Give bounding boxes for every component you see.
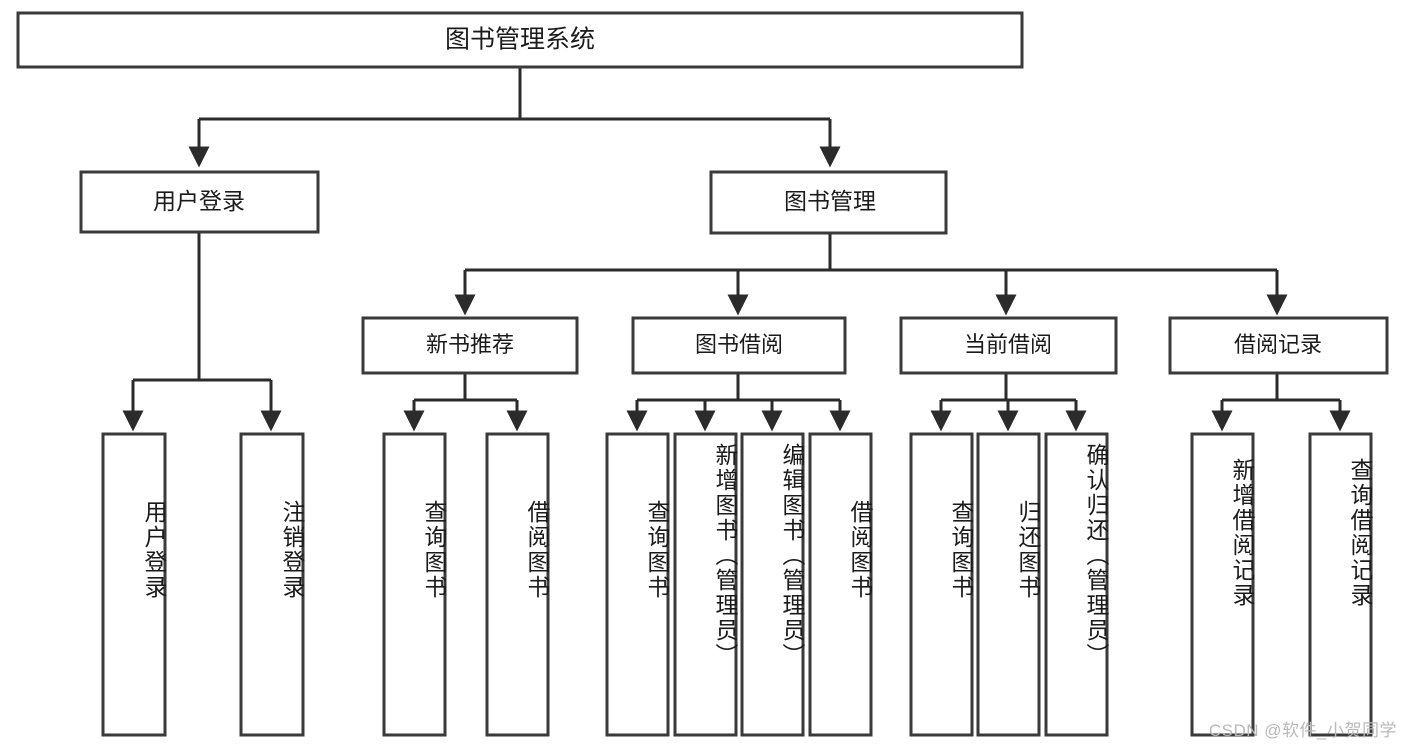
leaf-box-add-record[interactable] [1190, 432, 1255, 737]
leaf-label-query-book-a: 查询图书 [421, 500, 447, 600]
leaf-box-query-record[interactable] [1308, 432, 1373, 737]
leaf-box-query-book-b[interactable] [605, 432, 670, 737]
node-current-borrow[interactable]: 当前借阅 [899, 316, 1118, 375]
node-current-borrow-label: 当前借阅 [964, 332, 1052, 357]
csdn-watermark: CSDN @软件_小贺同学 [1208, 721, 1397, 740]
node-borrow-record[interactable]: 借阅记录 [1168, 316, 1389, 375]
leaf-label-logout-login: 注销登录 [279, 500, 305, 600]
edge-userlogin-to-leaves [122, 232, 282, 432]
node-new-book-recommend[interactable]: 新书推荐 [361, 316, 579, 375]
leaf-box-user-login[interactable] [101, 432, 167, 737]
node-borrow-record-label: 借阅记录 [1234, 332, 1322, 357]
leaf-box-add-book[interactable] [673, 432, 738, 737]
leaf-box-return-book[interactable] [976, 432, 1041, 737]
leaf-box-borrow-book-b[interactable] [808, 432, 873, 737]
leaf-box-edit-book[interactable] [740, 432, 805, 737]
leaf-label-query-record: 查询借阅记录 [1347, 458, 1373, 608]
edge-newbook-to-leaves [403, 373, 528, 432]
node-book-management[interactable]: 图书管理 [709, 170, 948, 235]
leaf-label-return-book: 归还图书 [1015, 500, 1041, 600]
leaf-box-confirm-return[interactable] [1044, 432, 1109, 737]
node-book-management-label: 图书管理 [784, 188, 876, 214]
edge-bookmgmt-to-level2 [454, 233, 1288, 316]
leaf-label-add-book: 新增图书（管理员） [712, 443, 738, 668]
leaf-label-query-book-b: 查询图书 [644, 500, 670, 600]
leaf-label-confirm-return: 确认归还（管理员） [1083, 443, 1109, 668]
node-root-label: 图书管理系统 [445, 26, 595, 54]
node-root[interactable]: 图书管理系统 [16, 11, 1024, 69]
leaf-label-borrow-book-b: 借阅图书 [847, 500, 873, 600]
leaf-label-borrow-book-a: 借阅图书 [524, 500, 550, 600]
node-book-borrow-label: 图书借阅 [695, 332, 783, 357]
leaf-box-query-book-c[interactable] [909, 432, 974, 737]
leaf-label-query-book-c: 查询图书 [948, 500, 974, 600]
node-book-borrow[interactable]: 图书借阅 [631, 316, 847, 375]
leaf-label-edit-book: 编辑图书（管理员） [779, 443, 805, 668]
node-new-book-recommend-label: 新书推荐 [426, 332, 514, 357]
edge-root-to-level1 [188, 67, 841, 168]
leaf-label-user-login: 用户登录 [141, 500, 167, 600]
leaf-label-add-record: 新增借阅记录 [1229, 458, 1255, 608]
edge-borrowrecord-to-leaves [1211, 373, 1351, 432]
edge-bookborrow-to-leaves [626, 373, 851, 432]
leaf-box-borrow-book-a[interactable] [485, 432, 550, 737]
leaf-box-logout-login[interactable] [239, 432, 305, 737]
node-user-login-label: 用户登录 [153, 188, 245, 214]
edge-currentborrow-to-leaves [930, 373, 1087, 432]
node-user-login[interactable]: 用户登录 [79, 170, 320, 234]
leaf-box-query-book-a[interactable] [382, 432, 447, 737]
